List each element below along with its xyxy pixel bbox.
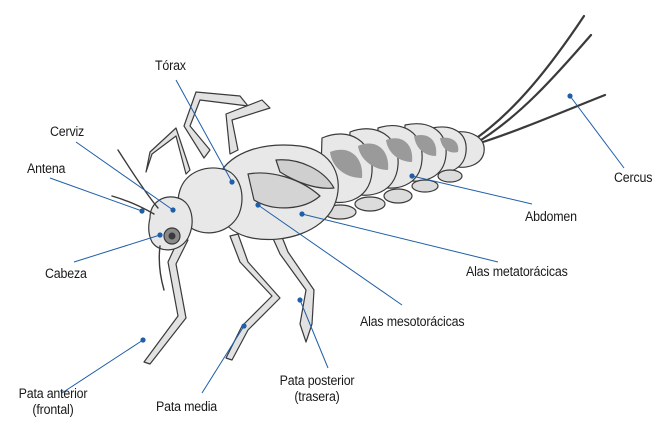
label-pata-anterior: Pata anterior (frontal)	[4, 386, 102, 418]
label-cabeza: Cabeza	[45, 266, 87, 282]
label-pata-anterior-line2: (frontal)	[8, 402, 98, 418]
label-pata-posterior: Pata posterior (trasera)	[262, 373, 372, 405]
label-alas-metatoracicas: Alas metatorácicas	[466, 264, 568, 280]
label-pata-posterior-line1: Pata posterior	[266, 373, 367, 389]
leader-lines	[50, 80, 624, 393]
label-alas-mesotoracicas: Alas mesotorácicas	[360, 314, 464, 330]
cerci	[478, 16, 605, 142]
label-torax: Tórax	[155, 58, 186, 74]
label-pata-anterior-line1: Pata anterior	[8, 386, 98, 402]
label-cerviz: Cerviz	[50, 124, 84, 140]
label-pata-media: Pata media	[156, 399, 217, 415]
label-cercus: Cercus	[614, 170, 652, 186]
label-pata-posterior-line2: (trasera)	[266, 389, 367, 405]
label-abdomen: Abdomen	[525, 209, 577, 225]
label-antena: Antena	[27, 161, 65, 177]
